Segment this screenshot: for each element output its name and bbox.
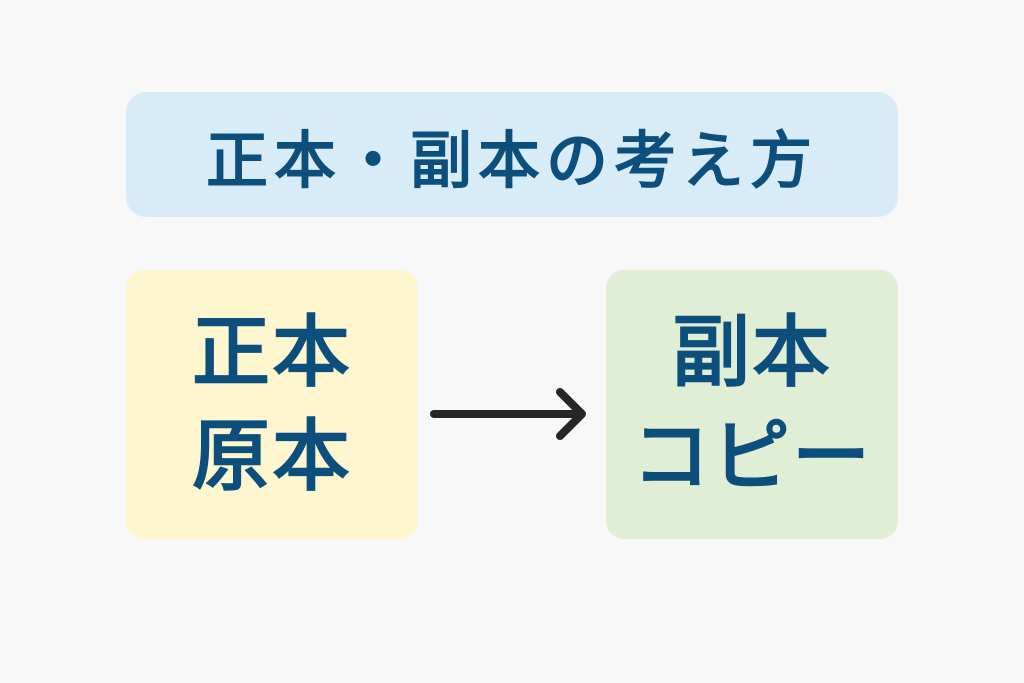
arrow-right-icon: [430, 388, 586, 440]
original-box: 正本 原本: [126, 270, 418, 539]
diagram-title: 正本・副本の考え方: [205, 123, 818, 197]
copy-label: 副本: [671, 307, 832, 398]
original-sublabel: 原本: [191, 411, 352, 502]
original-label: 正本: [191, 307, 352, 398]
title-banner: 正本・副本の考え方: [126, 92, 898, 217]
copy-box: 副本 コピー: [606, 270, 898, 539]
copy-sublabel: コピー: [631, 411, 872, 502]
